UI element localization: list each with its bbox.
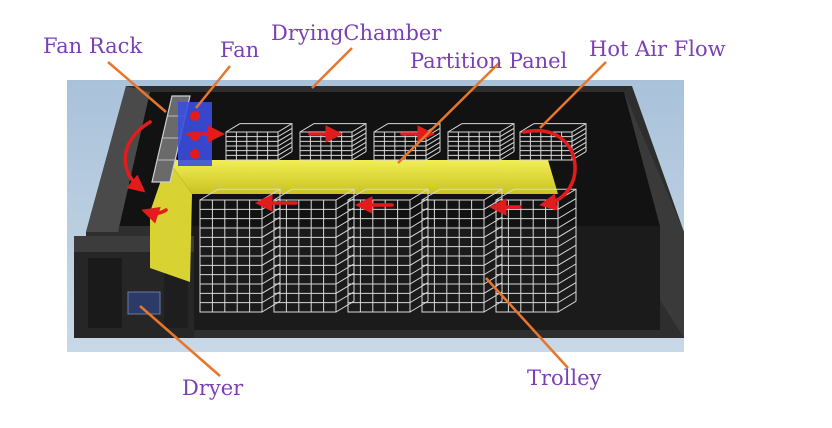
label-fan: Fan [220,38,260,62]
leader-trolley [485,277,569,369]
label-fan-rack: Fan Rack [43,34,143,58]
hot-air-flow [123,120,577,224]
trolley-rack [299,123,367,161]
label-trolley: Trolley [527,366,602,390]
label-dryer: Dryer [182,376,244,400]
label-hot-air-flow: Hot Air Flow [589,37,726,61]
trolley-rack [519,123,587,161]
trolley-rack [225,123,293,161]
upper-trolley-row [225,123,587,161]
partition-panel-top [168,160,558,194]
chamber-right-wall [624,92,684,338]
lower-trolley-row [199,188,577,313]
partition-panel-end [150,160,192,282]
chamber-left-wall [86,86,150,232]
arrow-icon [123,120,152,193]
label-drying-chamber: DryingChamber [271,21,442,45]
trolley-rack [447,123,515,161]
leader-hot-air-flow [539,61,607,129]
arrow-icon [141,207,168,224]
leader-lines [107,47,607,377]
leader-fan [195,65,231,109]
leader-drying-chamber [311,47,353,89]
label-partition-panel: Partition Panel [410,49,568,73]
leader-fan-rack [107,61,167,113]
trolley-rack [495,188,577,313]
arrow-icon [522,128,577,211]
leader-dryer [139,305,221,377]
leader-partition-panel [397,61,501,164]
